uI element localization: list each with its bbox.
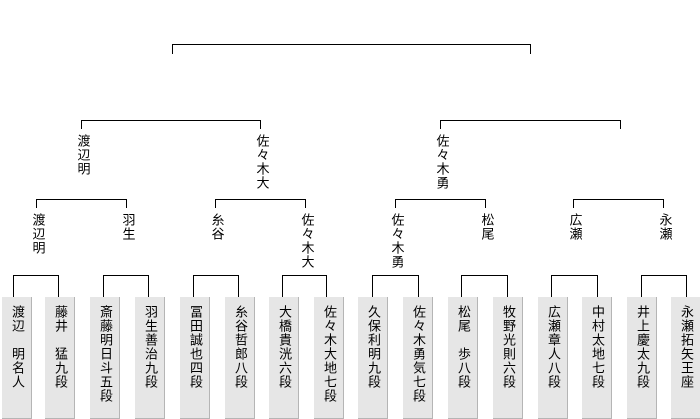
first-round-bracket-line [686,275,687,297]
quarterfinalist-name: 羽生 [119,213,135,241]
player-name: 佐々木大地七段 [321,305,336,403]
semifinal-bracket-line [620,120,621,129]
player-name: 糸谷哲郎八段 [232,305,247,389]
player-box: 久保利明九段 [358,297,388,419]
player-name: 永瀬拓矢王座 [678,305,693,389]
quarterfinal-bracket-line [395,199,396,208]
player-name: 大橋貴洸六段 [276,305,291,389]
player-name: 斎藤明日斗五段 [97,305,112,403]
quarterfinal-bracket-line [395,199,486,200]
player-box: 藤井 猛九段 [45,297,75,419]
player-box: 広瀬章人八段 [538,297,568,419]
quarterfinal-bracket-line [305,199,306,208]
player-name: 藤井 猛九段 [52,305,67,389]
quarterfinal-bracket-line [573,199,574,208]
first-round-bracket-line [148,275,149,297]
quarterfinalist-name: 広瀬 [566,213,582,241]
quarterfinal-bracket-line [663,199,664,208]
quarterfinalist-name: 永瀬 [656,213,672,241]
final-bracket-line [172,44,173,54]
first-round-bracket-line [58,275,59,297]
first-round-bracket-line [507,275,508,297]
player-box: 中村太地七段 [582,297,612,419]
semifinal-bracket-line [440,120,441,129]
quarterfinal-bracket-line [36,199,127,200]
first-round-bracket-line [238,275,239,297]
first-round-bracket-line [418,275,419,297]
player-box: 大橋貴洸六段 [269,297,299,419]
first-round-bracket-line [372,275,373,297]
first-round-bracket-line [13,275,14,297]
quarterfinalist-name: 渡辺明 [29,213,45,255]
first-round-bracket-line [597,275,598,297]
first-round-bracket-line [282,275,283,297]
player-box: 糸谷哲郎八段 [225,297,255,419]
first-round-bracket-line [551,275,552,297]
first-round-bracket-line [372,275,419,276]
quarterfinalist-name: 佐々木大 [298,213,314,269]
quarterfinalist-name: 糸谷 [208,213,224,241]
player-name: 中村太地七段 [589,305,604,389]
semifinalist-name: 渡辺明 [74,134,90,176]
player-box: 斎藤明日斗五段 [90,297,120,419]
player-box: 松尾 歩八段 [448,297,478,419]
first-round-bracket-line [103,275,104,297]
first-round-bracket-line [641,275,687,276]
player-box: 佐々木大地七段 [314,297,344,419]
semifinalist-name: 佐々木勇 [433,134,449,190]
player-name: 冨田誠也四段 [187,305,202,389]
quarterfinal-bracket-line [36,199,37,208]
player-box: 冨田誠也四段 [180,297,210,419]
quarterfinal-bracket-line [126,199,127,208]
semifinal-bracket-line [260,120,261,129]
player-name: 久保利明九段 [365,305,380,389]
player-name: 羽生善治九段 [142,305,157,389]
first-round-bracket-line [103,275,149,276]
player-box: 牧野光則六段 [493,297,523,419]
player-name: 広瀬章人八段 [545,305,560,389]
player-box: 永瀬拓矢王座 [671,297,700,419]
first-round-bracket-line [193,275,194,297]
quarterfinalist-name: 佐々木勇 [388,213,404,269]
first-round-bracket-line [461,275,508,276]
player-box: 井上慶太九段 [627,297,657,419]
semifinal-bracket-line [81,120,82,129]
player-name: 松尾 歩八段 [455,305,470,389]
first-round-bracket-line [326,275,327,297]
first-round-bracket-line [282,275,327,276]
first-round-bracket-line [461,275,462,297]
player-name: 佐々木勇気七段 [410,305,425,403]
player-box: 佐々木勇気七段 [403,297,433,419]
player-name: 牧野光則六段 [500,305,515,389]
quarterfinalist-name: 松尾 [478,213,494,241]
semifinal-bracket-line [440,120,621,121]
quarterfinal-bracket-line [215,199,306,200]
player-name: 井上慶太九段 [634,305,649,389]
first-round-bracket-line [13,275,59,276]
final-bracket-line [172,44,531,45]
quarterfinal-bracket-line [573,199,664,200]
quarterfinal-bracket-line [485,199,486,208]
quarterfinal-bracket-line [215,199,216,208]
final-bracket-line [530,44,531,54]
first-round-bracket-line [641,275,642,297]
player-box: 羽生善治九段 [135,297,165,419]
semifinalist-name: 佐々木大 [253,134,269,190]
first-round-bracket-line [193,275,239,276]
semifinal-bracket-line [81,120,261,121]
player-box: 渡辺 明名人 [2,297,32,419]
player-name: 渡辺 明名人 [9,305,24,389]
first-round-bracket-line [551,275,598,276]
